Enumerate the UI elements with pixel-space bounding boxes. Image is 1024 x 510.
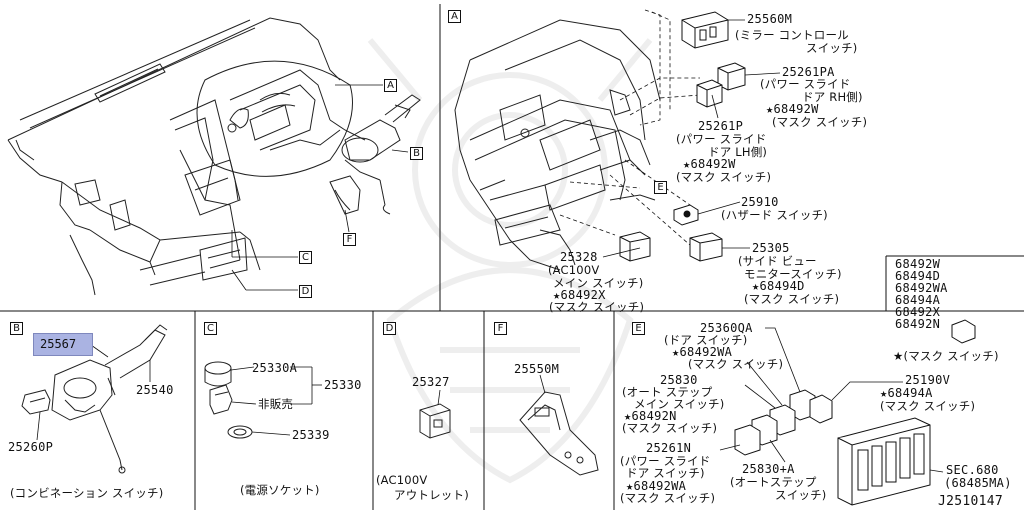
legend-code: 68494D: [895, 269, 941, 283]
mask-label: (マスク スイッチ): [676, 170, 772, 184]
legend-code: 68492WA: [895, 281, 948, 295]
tag-d: D: [299, 285, 312, 298]
legend-label: ★(マスク スイッチ): [893, 349, 999, 363]
panel-caption: (AC100V: [376, 473, 428, 487]
panel-f-tag: F: [494, 322, 507, 335]
column-switch-sketch: [329, 94, 421, 215]
finisher-bezel-drawing: [519, 391, 599, 476]
panel-c-tag: C: [204, 322, 217, 335]
part-number-25830-a: 25830+A: [742, 462, 795, 476]
part-number-25360qa: 25360QA: [700, 321, 753, 335]
not-sold-label: 非販売: [258, 397, 294, 411]
ac-outlet-drawing: [419, 403, 451, 439]
part-name: モニタースイッチ): [744, 267, 842, 281]
section-reference-sub: (68485MA): [944, 476, 1012, 490]
dashboard-detail-drawing: [454, 19, 661, 271]
part-name: スイッチ): [806, 41, 858, 55]
tag-e: E: [654, 181, 667, 194]
tag-a: A: [384, 79, 397, 92]
part-number-25328: 25328: [560, 250, 598, 264]
mask-number: ★68492W: [766, 102, 819, 116]
part-name: (パワー スライド: [760, 77, 851, 91]
part-name: (ハザード スイッチ): [721, 208, 828, 222]
part-number-25261n: 25261N: [646, 441, 692, 455]
panel-d-tag: D: [383, 322, 396, 335]
part-name: (ミラー コントロール: [735, 28, 849, 42]
legend-code: 68492N: [895, 317, 941, 331]
panel-b-tag: B: [10, 322, 23, 335]
dashboard-overview-drawing: [7, 17, 366, 296]
panel-caption: (電源ソケット): [240, 483, 320, 497]
mask-number: ★68494A: [880, 386, 933, 400]
part-number-25830: 25830: [660, 373, 698, 387]
mask-number: ★68492W: [683, 157, 736, 171]
part-name: (パワー スライド: [620, 454, 711, 468]
part-name: ドア LH側): [708, 145, 768, 159]
legend-code: 68492X: [895, 305, 941, 319]
part-number-25540: 25540: [136, 383, 174, 397]
part-name: ドア RH側): [802, 90, 863, 104]
mask-number: ★68494D: [752, 279, 805, 293]
part-name: (パワー スライド: [676, 132, 767, 146]
part-number-25261pa: 25261PA: [782, 65, 835, 79]
part-number-25910: 25910: [741, 195, 779, 209]
combination-switch-drawing: [21, 324, 168, 474]
part-number-25305: 25305: [752, 241, 790, 255]
mask-label: (マスク スイッチ): [620, 491, 716, 505]
power-socket-drawing: [204, 361, 253, 439]
diagram-code: J2510147: [938, 494, 1004, 509]
part-number-25339: 25339: [292, 428, 330, 442]
switch-cluster-drawing: [734, 389, 931, 506]
tag-c: C: [299, 251, 312, 264]
mask-label: (マスク スイッチ): [880, 399, 976, 413]
mask-label: (マスク スイッチ): [744, 292, 840, 306]
mask-number: ★68492N: [624, 409, 677, 423]
tag-f: F: [343, 233, 356, 246]
panel-caption: (コンビネーション スイッチ): [10, 486, 164, 500]
legend-code: 68492W: [895, 257, 941, 271]
mask-label: (マスク スイッチ): [688, 357, 784, 371]
part-number-25330a: 25330A: [252, 361, 298, 375]
panel-a-switches: [619, 11, 976, 344]
part-number-25567: 25567: [40, 337, 77, 351]
part-name: ドア スイッチ): [626, 466, 705, 480]
panel-caption: アウトレット): [394, 488, 469, 502]
part-name: (オート ステップ: [622, 385, 713, 399]
part-name: メイン スイッチ): [553, 276, 644, 290]
section-reference: SEC.680: [946, 463, 999, 477]
part-name: (サイド ビュー: [738, 254, 817, 268]
part-number-25190v: 25190V: [905, 373, 951, 387]
part-name: メイン スイッチ): [634, 397, 725, 411]
highlighted-part-number[interactable]: 25567: [33, 333, 93, 356]
legend-code: 68494A: [895, 293, 941, 307]
mask-number: ★68492X: [553, 288, 606, 302]
part-number-25550m: 25550M: [514, 362, 560, 376]
part-name: (ドア スイッチ): [664, 333, 748, 347]
mask-label: (マスク スイッチ): [549, 300, 645, 314]
part-number-25261p: 25261P: [698, 119, 744, 133]
part-number-25327: 25327: [412, 375, 450, 389]
mask-label: (マスク スイッチ): [772, 115, 868, 129]
part-name: (オートステップ: [730, 475, 817, 489]
panel-e-tag: E: [632, 322, 645, 335]
mask-label: (マスク スイッチ): [622, 421, 718, 435]
part-number-25330: 25330: [324, 378, 362, 392]
part-name: スイッチ): [775, 488, 827, 502]
part-number-25560m: 25560M: [747, 12, 793, 26]
mask-number: ★68492WA: [672, 345, 733, 359]
mask-number: ★68492WA: [626, 479, 687, 493]
tag-b: B: [410, 147, 423, 160]
panel-a-tag: A: [448, 10, 461, 23]
part-number-25260p: 25260P: [8, 440, 54, 454]
part-name: (AC100V: [548, 263, 600, 277]
